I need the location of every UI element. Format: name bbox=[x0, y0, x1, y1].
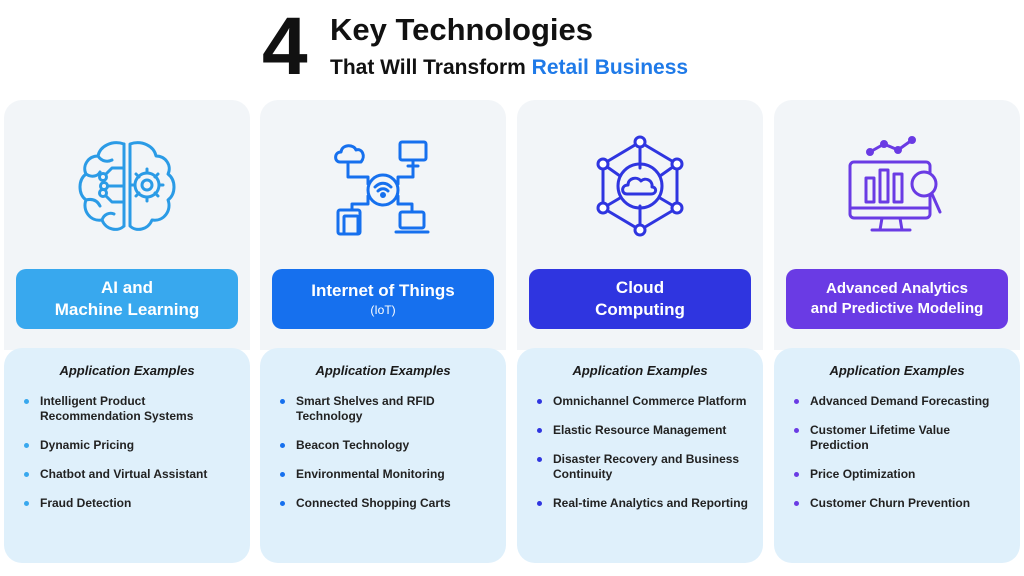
examples-list: Intelligent Product Recommendation Syste… bbox=[24, 394, 239, 525]
cloud-network-icon bbox=[596, 135, 684, 237]
card-title-pill: AI and Machine Learning bbox=[16, 269, 238, 329]
subtitle-prefix: That Will Transform bbox=[330, 56, 532, 79]
analytics-monitor-icon bbox=[848, 136, 942, 232]
list-item: Customer Lifetime Value Prediction bbox=[794, 423, 1009, 453]
card-bottom bbox=[4, 348, 250, 563]
card-cloud: Cloud Computing Application Examples Omn… bbox=[517, 100, 763, 563]
list-item-text: Smart Shelves and RFID Technology bbox=[296, 394, 435, 423]
list-item: Fraud Detection bbox=[24, 496, 239, 511]
list-item-text: Customer Churn Prevention bbox=[810, 496, 971, 510]
header-number: 4 bbox=[262, 1, 308, 92]
list-item: Intelligent Product Recommendation Syste… bbox=[24, 394, 239, 424]
list-item: Environmental Monitoring bbox=[280, 467, 495, 482]
list-item: Dynamic Pricing bbox=[24, 438, 239, 453]
card-title-subtitle: (IoT) bbox=[370, 303, 396, 317]
bullet-dot bbox=[794, 399, 799, 404]
card-title-line2: Computing bbox=[595, 300, 685, 319]
list-item-text: Disaster Recovery and Business Continuit… bbox=[553, 452, 740, 481]
list-item: Disaster Recovery and Business Continuit… bbox=[537, 452, 752, 482]
bullet-dot bbox=[280, 501, 285, 506]
list-item-text: Customer Lifetime Value Prediction bbox=[810, 423, 951, 452]
list-item-text: Fraud Detection bbox=[40, 496, 132, 510]
card-analytics: Advanced Analytics and Predictive Modeli… bbox=[774, 100, 1020, 563]
bullet-dot bbox=[537, 428, 542, 433]
bullet-dot bbox=[280, 399, 285, 404]
list-item: Smart Shelves and RFID Technology bbox=[280, 394, 495, 424]
bullet-dot bbox=[24, 472, 29, 477]
card-title-pill: Internet of Things (IoT) bbox=[272, 269, 494, 329]
bullet-dot bbox=[280, 443, 285, 448]
list-item: Chatbot and Virtual Assistant bbox=[24, 467, 239, 482]
list-item-text: Chatbot and Virtual Assistant bbox=[40, 467, 208, 481]
bullet-dot bbox=[24, 399, 29, 404]
examples-list: Smart Shelves and RFID Technology Beacon… bbox=[280, 394, 495, 525]
subtitle-accent: Retail Business bbox=[531, 56, 689, 79]
card-bottom bbox=[260, 348, 506, 563]
bullet-dot bbox=[280, 472, 285, 477]
card-bottom bbox=[517, 348, 763, 563]
list-item-text: Beacon Technology bbox=[296, 438, 410, 452]
list-item-text: Real-time Analytics and Reporting bbox=[553, 496, 748, 510]
bullet-dot bbox=[24, 501, 29, 506]
bullet-dot bbox=[537, 457, 542, 462]
list-item: Customer Churn Prevention bbox=[794, 496, 1009, 511]
page-title: Key Technologies bbox=[330, 12, 593, 47]
list-item-text: Elastic Resource Management bbox=[553, 423, 727, 437]
bullet-dot bbox=[794, 501, 799, 506]
list-item-text: Intelligent Product Recommendation Syste… bbox=[40, 394, 194, 423]
card-title-line1: Cloud bbox=[615, 278, 665, 297]
brain-gear-icon bbox=[78, 141, 176, 231]
bullet-dot bbox=[537, 399, 542, 404]
bullet-dot bbox=[794, 428, 799, 433]
card-title-line1: AI and bbox=[101, 278, 153, 297]
list-item: Beacon Technology bbox=[280, 438, 495, 453]
list-item-text: Connected Shopping Carts bbox=[296, 496, 451, 510]
bullet-dot bbox=[794, 472, 799, 477]
list-item-text: Price Optimization bbox=[810, 467, 916, 481]
card-bottom bbox=[774, 348, 1020, 563]
application-examples-heading: Application Examples bbox=[315, 363, 451, 378]
bullet-dot bbox=[24, 443, 29, 448]
list-item: Real-time Analytics and Reporting bbox=[537, 496, 752, 511]
examples-list: Omnichannel Commerce Platform Elastic Re… bbox=[537, 394, 752, 525]
card-title-line2: and Predictive Modeling bbox=[810, 300, 984, 317]
examples-list: Advanced Demand Forecasting Customer Lif… bbox=[794, 394, 1009, 525]
card-title-line2: Machine Learning bbox=[54, 300, 200, 319]
application-examples-heading: Application Examples bbox=[59, 363, 195, 378]
list-item-text: Environmental Monitoring bbox=[296, 467, 445, 481]
card-title-line1: Advanced Analytics bbox=[826, 280, 968, 297]
application-examples-heading: Application Examples bbox=[572, 363, 708, 378]
page-header: 4 Key Technologies That Will Transform R… bbox=[0, 0, 1024, 100]
list-item-text: Omnichannel Commerce Platform bbox=[553, 394, 747, 408]
bullet-dot bbox=[537, 501, 542, 506]
page-subtitle: That Will Transform Retail Business bbox=[330, 55, 688, 81]
card-title-line1: Internet of Things bbox=[311, 281, 455, 300]
card-ai: AI and Machine Learning Application Exam… bbox=[4, 100, 250, 563]
list-item: Advanced Demand Forecasting bbox=[794, 394, 1009, 409]
card-iot: Internet of Things (IoT) Application Exa… bbox=[260, 100, 506, 563]
list-item: Connected Shopping Carts bbox=[280, 496, 495, 511]
card-title-pill: Cloud Computing bbox=[529, 269, 751, 329]
card-title-pill: Advanced Analytics and Predictive Modeli… bbox=[786, 269, 1008, 329]
list-item: Omnichannel Commerce Platform bbox=[537, 394, 752, 409]
application-examples-heading: Application Examples bbox=[829, 363, 965, 378]
list-item-text: Dynamic Pricing bbox=[40, 438, 135, 452]
list-item-text: Advanced Demand Forecasting bbox=[810, 394, 990, 408]
list-item: Price Optimization bbox=[794, 467, 1009, 482]
iot-network-icon bbox=[334, 140, 430, 236]
list-item: Elastic Resource Management bbox=[537, 423, 752, 438]
